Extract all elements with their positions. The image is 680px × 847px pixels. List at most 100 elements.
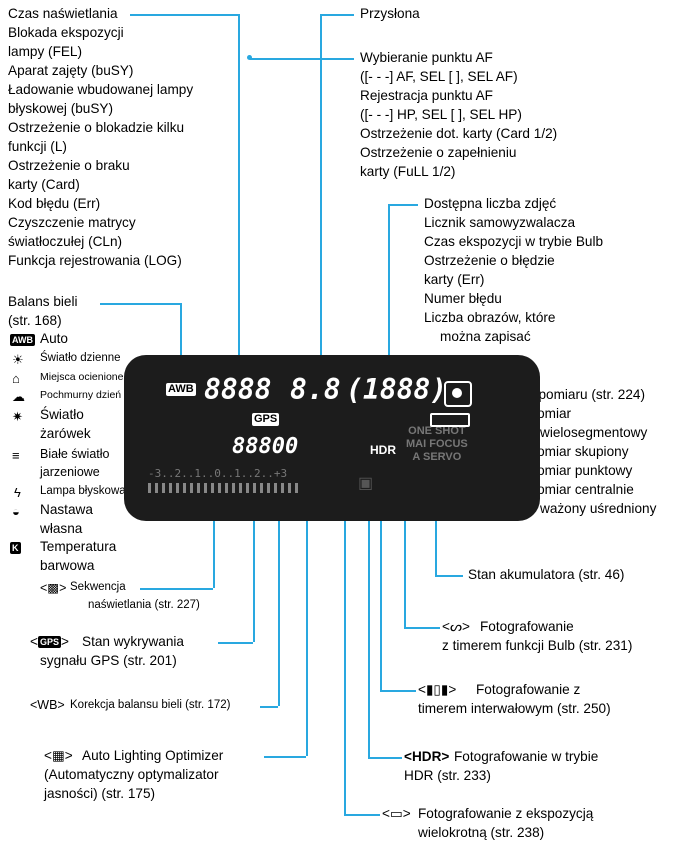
wb-kelvin-1: Temperatura <box>40 539 117 554</box>
wb-shade: Miejsca ocienione <box>40 371 124 383</box>
lcd-af-ai-focus: MAI FOCUS <box>406 438 468 450</box>
alo-label-2: (Automatyczny optymalizator <box>44 767 219 782</box>
bulb-timer-icon: <ᔕ> <box>442 619 470 634</box>
shade-icon: ⌂ <box>12 371 20 386</box>
multi-2: wielokrotną (str. 238) <box>418 825 545 840</box>
bulb-timer-2: z timerem funkcji Bulb (str. 231) <box>442 638 633 653</box>
aperture-label: Przysłona <box>360 6 420 21</box>
metering-partial: Pomiar skupiony <box>528 444 629 459</box>
lcd-panel: AWB 8888 8.8 (1888) GPS 88800 HDR ONE SH… <box>124 355 540 521</box>
battery-label: Stan akumulatora (str. 46) <box>468 567 625 582</box>
hdr-1: Fotografowanie w trybie <box>454 749 599 764</box>
lcd-scale-bars <box>148 483 298 493</box>
wb-tungsten-1: Światło <box>40 407 84 422</box>
custom-wb-icon: ◒ <box>12 504 20 519</box>
flash-icon: ϟ <box>14 485 21 500</box>
interval-2: timerem interwałowym (str. 250) <box>418 701 611 716</box>
wb-custom-1: Nastawa <box>40 502 93 517</box>
hdr-2: HDR (str. 233) <box>404 768 491 783</box>
wb-fluorescent-1: Białe światło <box>40 447 110 461</box>
lcd-af-modes: ONE SHOT MAI FOCUS A SERVO <box>406 425 468 464</box>
awb-icon: AWB <box>10 334 35 346</box>
wb-kelvin-2: barwowa <box>40 558 95 573</box>
af-select: Wybieranie punktu AF <box>360 50 493 65</box>
interval-1: Fotografowanie z <box>476 682 581 697</box>
card-full-1: Ostrzeżenie o zapełnieniu <box>360 145 517 160</box>
tungsten-icon: ✷ <box>12 409 23 424</box>
alo-icon: <▦> <box>44 748 73 763</box>
no-card-1: Ostrzeżenie o braku <box>8 158 130 173</box>
af-select-modes: ([- - -] AF, SEL [ ], SEL AF) <box>360 69 518 84</box>
lcd-multi-exposure-icon: ▣ <box>358 475 374 492</box>
multi-1: Fotografowanie z ekspozycją <box>418 806 594 821</box>
fluorescent-icon: ≡ <box>12 448 20 463</box>
lcd-metering-icon <box>444 381 472 407</box>
kelvin-icon: K <box>10 542 21 554</box>
drive-label-2: naświetlania (str. 227) <box>88 599 200 611</box>
lcd-hdr: HDR <box>370 443 396 457</box>
images-count-1: Liczba obrazów, które <box>424 310 556 325</box>
bulb-time: Czas ekspozycji w trybie Bulb <box>424 234 604 249</box>
sun-icon: ☀ <box>12 352 24 367</box>
lcd-gps-badge: GPS <box>252 413 280 426</box>
gps-label-1: Stan wykrywania <box>82 634 184 649</box>
log-function: Funkcja rejestrowania (LOG) <box>8 253 182 268</box>
drive-icon: <▩> <box>40 581 67 595</box>
multi-lock-2: funkcji (L) <box>8 139 67 154</box>
metering-eval-2: wielosegmentowy <box>540 425 648 440</box>
self-timer: Licznik samowyzwalacza <box>424 215 576 230</box>
lcd-shutter: 8888 <box>204 373 272 406</box>
lcd-battery-icon <box>430 413 470 427</box>
multi-icon: <▭> <box>382 806 411 821</box>
flash-charge-2: błyskowej (buSY) <box>8 101 114 116</box>
cloud-icon: ☁ <box>12 389 25 404</box>
lcd-awb-badge: AWB <box>166 383 196 396</box>
alo-label-3: jasności) (str. 175) <box>44 786 156 801</box>
fel-label-1: Blokada ekspozycji <box>8 25 124 40</box>
interval-icon: <▮▯▮> <box>418 682 457 697</box>
lcd-iso: 88800 <box>232 434 299 459</box>
shutter-label: Czas naświetlania <box>8 6 118 21</box>
no-card-2: karty (Card) <box>8 177 80 192</box>
lcd-shots: (1888) <box>346 373 448 406</box>
wb-title: Balans bieli <box>8 294 78 309</box>
error-code: Kod błędu (Err) <box>8 196 101 211</box>
wb-flash: Lampa błyskowa <box>40 485 126 497</box>
wb-auto: Auto <box>40 331 68 346</box>
wb-corr-label: Korekcja balansu bieli (str. 172) <box>70 699 231 711</box>
wb-custom-2: własna <box>40 521 83 536</box>
gps-label-2: sygnału GPS (str. 201) <box>40 653 177 668</box>
lcd-af-one-shot: ONE SHOT <box>408 425 466 437</box>
lcd-af-ai-servo: A SERVO <box>412 451 462 463</box>
card-full-2: karty (FuLL 1/2) <box>360 164 456 179</box>
card-error-2: karty (Err) <box>424 272 485 287</box>
wb-fluorescent-2: jarzeniowe <box>40 465 100 479</box>
wb-tungsten-2: żarówek <box>40 426 91 441</box>
error-number: Numer błędu <box>424 291 502 306</box>
lcd-aperture: 8.8 <box>290 373 341 406</box>
shots-available: Dostępna liczba zdjęć <box>424 196 557 211</box>
wb-corr-icon: <WB> <box>30 698 65 712</box>
wb-daylight: Światło dzienne <box>40 352 121 364</box>
flash-charge-1: Ładowanie wbudowanej lampy <box>8 82 194 97</box>
drive-label-1: Sekwencja <box>70 581 126 593</box>
sensor-clean-2: światłoczułej (CLn) <box>8 234 123 249</box>
metering-center-1: Pomiar centralnie <box>528 482 634 497</box>
busy-label: Aparat zajęty (buSY) <box>8 63 134 78</box>
af-register: Rejestracja punktu AF <box>360 88 493 103</box>
fel-label-2: lampy (FEL) <box>8 44 83 59</box>
wb-cloudy: Pochmurny dzień <box>40 389 122 401</box>
multi-lock-1: Ostrzeżenie o blokadzie kilku <box>8 120 185 135</box>
metering-spot: Pomiar punktowy <box>528 463 633 478</box>
metering-center-2: ważony uśredniony <box>540 501 657 516</box>
alo-label-1: Auto Lighting Optimizer <box>82 748 224 763</box>
card-error-1: Ostrzeżenie o błędzie <box>424 253 555 268</box>
af-register-modes: ([- - -] HP, SEL [ ], SEL HP) <box>360 107 522 122</box>
images-count-2: można zapisać <box>440 329 531 344</box>
metering-title: Tryb pomiaru (str. 224) <box>508 387 645 402</box>
sensor-clean-1: Czyszczenie matrycy <box>8 215 136 230</box>
card-warning: Ostrzeżenie dot. karty (Card 1/2) <box>360 126 558 141</box>
lcd-exposure-scale: -3..2..1..0..1..2..+3 <box>148 467 288 480</box>
wb-page: (str. 168) <box>8 313 62 328</box>
gps-icon: GPS <box>37 636 61 648</box>
